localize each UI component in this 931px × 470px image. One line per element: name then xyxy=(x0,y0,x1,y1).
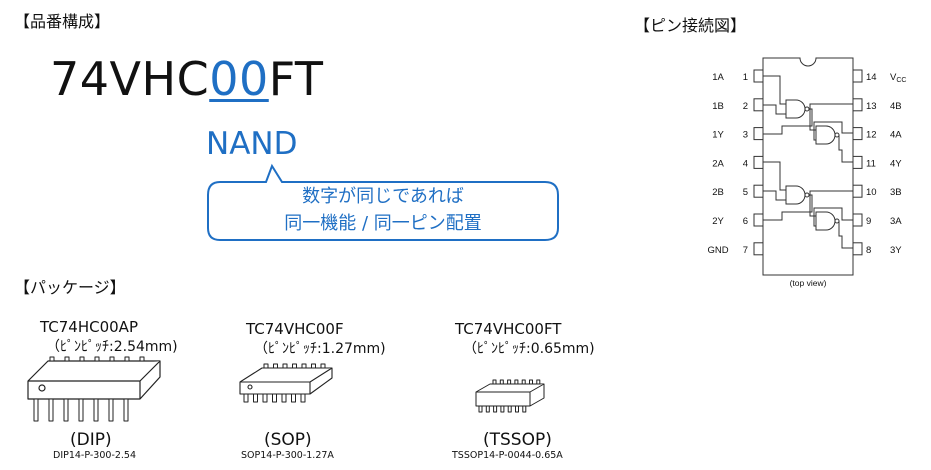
pin-box-10 xyxy=(852,184,863,198)
pin-number-9: 9 xyxy=(866,216,871,227)
pin-number-5: 5 xyxy=(743,187,748,198)
pin-box-1 xyxy=(753,69,764,83)
pin-number-1: 1 xyxy=(743,72,748,83)
package-tssop-pitch: （ﾋﾟﾝﾋﾟｯﾁ:0.65mm) xyxy=(463,341,595,357)
nand-gates xyxy=(763,75,853,249)
pin-box-12 xyxy=(852,127,863,141)
pin-box-14 xyxy=(852,69,863,83)
part-number: 74VHC00FT xyxy=(50,52,324,106)
package-sop-code: SOP14-P-300-1.27A xyxy=(241,450,334,461)
package-dip-pitch: （ﾋﾟﾝﾋﾟｯﾁ:2.54mm) xyxy=(46,339,178,355)
pin-name-3: 1Y xyxy=(712,130,724,141)
pin-name-2: 1B xyxy=(712,101,724,112)
pin-box-7 xyxy=(753,242,764,256)
pin-number-11: 11 xyxy=(866,158,876,169)
pin-number-6: 6 xyxy=(743,216,748,227)
package-sop-name: TC74VHC00F xyxy=(246,320,344,338)
pin-name-10: 3B xyxy=(890,187,902,198)
pin-box-8 xyxy=(852,242,863,256)
pin-box-3 xyxy=(753,127,764,141)
callout-text: 数字が同じであれば 同一機能 / 同一ピン配置 xyxy=(208,183,558,237)
pin-name-13: 4B xyxy=(890,101,902,112)
sop-package-image xyxy=(239,363,333,403)
pin-number-10: 10 xyxy=(866,187,877,198)
package-heading: 【パッケージ】 xyxy=(14,278,126,297)
pin-name-14: VCC xyxy=(890,72,906,84)
callout-line-2: 同一機能 / 同一ピン配置 xyxy=(284,213,482,234)
pin-number-4: 4 xyxy=(743,158,748,169)
pin-name-9: 3A xyxy=(890,216,902,227)
pin-box-6 xyxy=(753,213,764,227)
package-tssop-code: TSSOP14-P-0044-0.65A xyxy=(452,450,563,461)
pin-name-1: 1A xyxy=(712,72,724,83)
pin-box-5 xyxy=(753,184,764,198)
ic-body xyxy=(762,57,854,276)
pin-number-8: 8 xyxy=(866,245,871,256)
part-number-suffix: FT xyxy=(268,52,324,106)
pin-name-4: 2A xyxy=(712,158,724,169)
callout-bubble xyxy=(207,163,559,241)
pin-box-4 xyxy=(753,155,764,169)
pin-number-14: 14 xyxy=(866,72,877,83)
package-tssop-type: (TSSOP) xyxy=(483,430,552,450)
package-dip-name: TC74HC00AP xyxy=(40,318,138,336)
part-numbering-heading: 【品番構成】 xyxy=(14,12,111,31)
pin-box-2 xyxy=(753,98,764,112)
pin-name-7: GND xyxy=(707,245,728,256)
pin-diagram: 1 1A 2 1B 3 1Y 4 2A 5 2B 6 2Y 7 GND 14 VCC 13 4B 12 4A 11 4Y… xyxy=(707,57,906,288)
part-number-function-code: 00 xyxy=(209,52,269,106)
package-dip-code: DIP14-P-300-2.54 xyxy=(53,450,137,461)
package-dip-type: (DIP) xyxy=(70,430,112,450)
pin-name-11: 4Y xyxy=(890,158,902,169)
pin-box-11 xyxy=(852,155,863,169)
callout-line-1: 数字が同じであれば xyxy=(302,186,464,207)
package-sop-type: (SOP) xyxy=(264,430,312,450)
function-name: NAND xyxy=(206,126,298,162)
pin-name-5: 2B xyxy=(712,187,724,198)
pin-box-13 xyxy=(852,98,863,112)
part-number-prefix: 74VHC xyxy=(50,52,210,106)
pin-name-6: 2Y xyxy=(712,216,724,227)
pin-name-12: 4A xyxy=(890,130,902,141)
pin-name-8: 3Y xyxy=(890,245,902,256)
view-label: (top view) xyxy=(790,278,827,288)
package-tssop-name: TC74VHC00FT xyxy=(455,320,562,338)
pin-number-13: 13 xyxy=(866,101,877,112)
dip-package-image xyxy=(27,356,161,422)
package-sop-pitch: （ﾋﾟﾝﾋﾟｯﾁ:1.27mm) xyxy=(254,341,386,357)
pin-number-2: 2 xyxy=(743,101,748,112)
pin-number-7: 7 xyxy=(743,245,748,256)
pin-number-3: 3 xyxy=(743,130,748,141)
pin-connection-heading: 【ピン接続図】 xyxy=(634,16,747,35)
pin-number-12: 12 xyxy=(866,130,877,141)
tssop-package-image xyxy=(475,379,545,413)
pin-box-9 xyxy=(852,213,863,227)
